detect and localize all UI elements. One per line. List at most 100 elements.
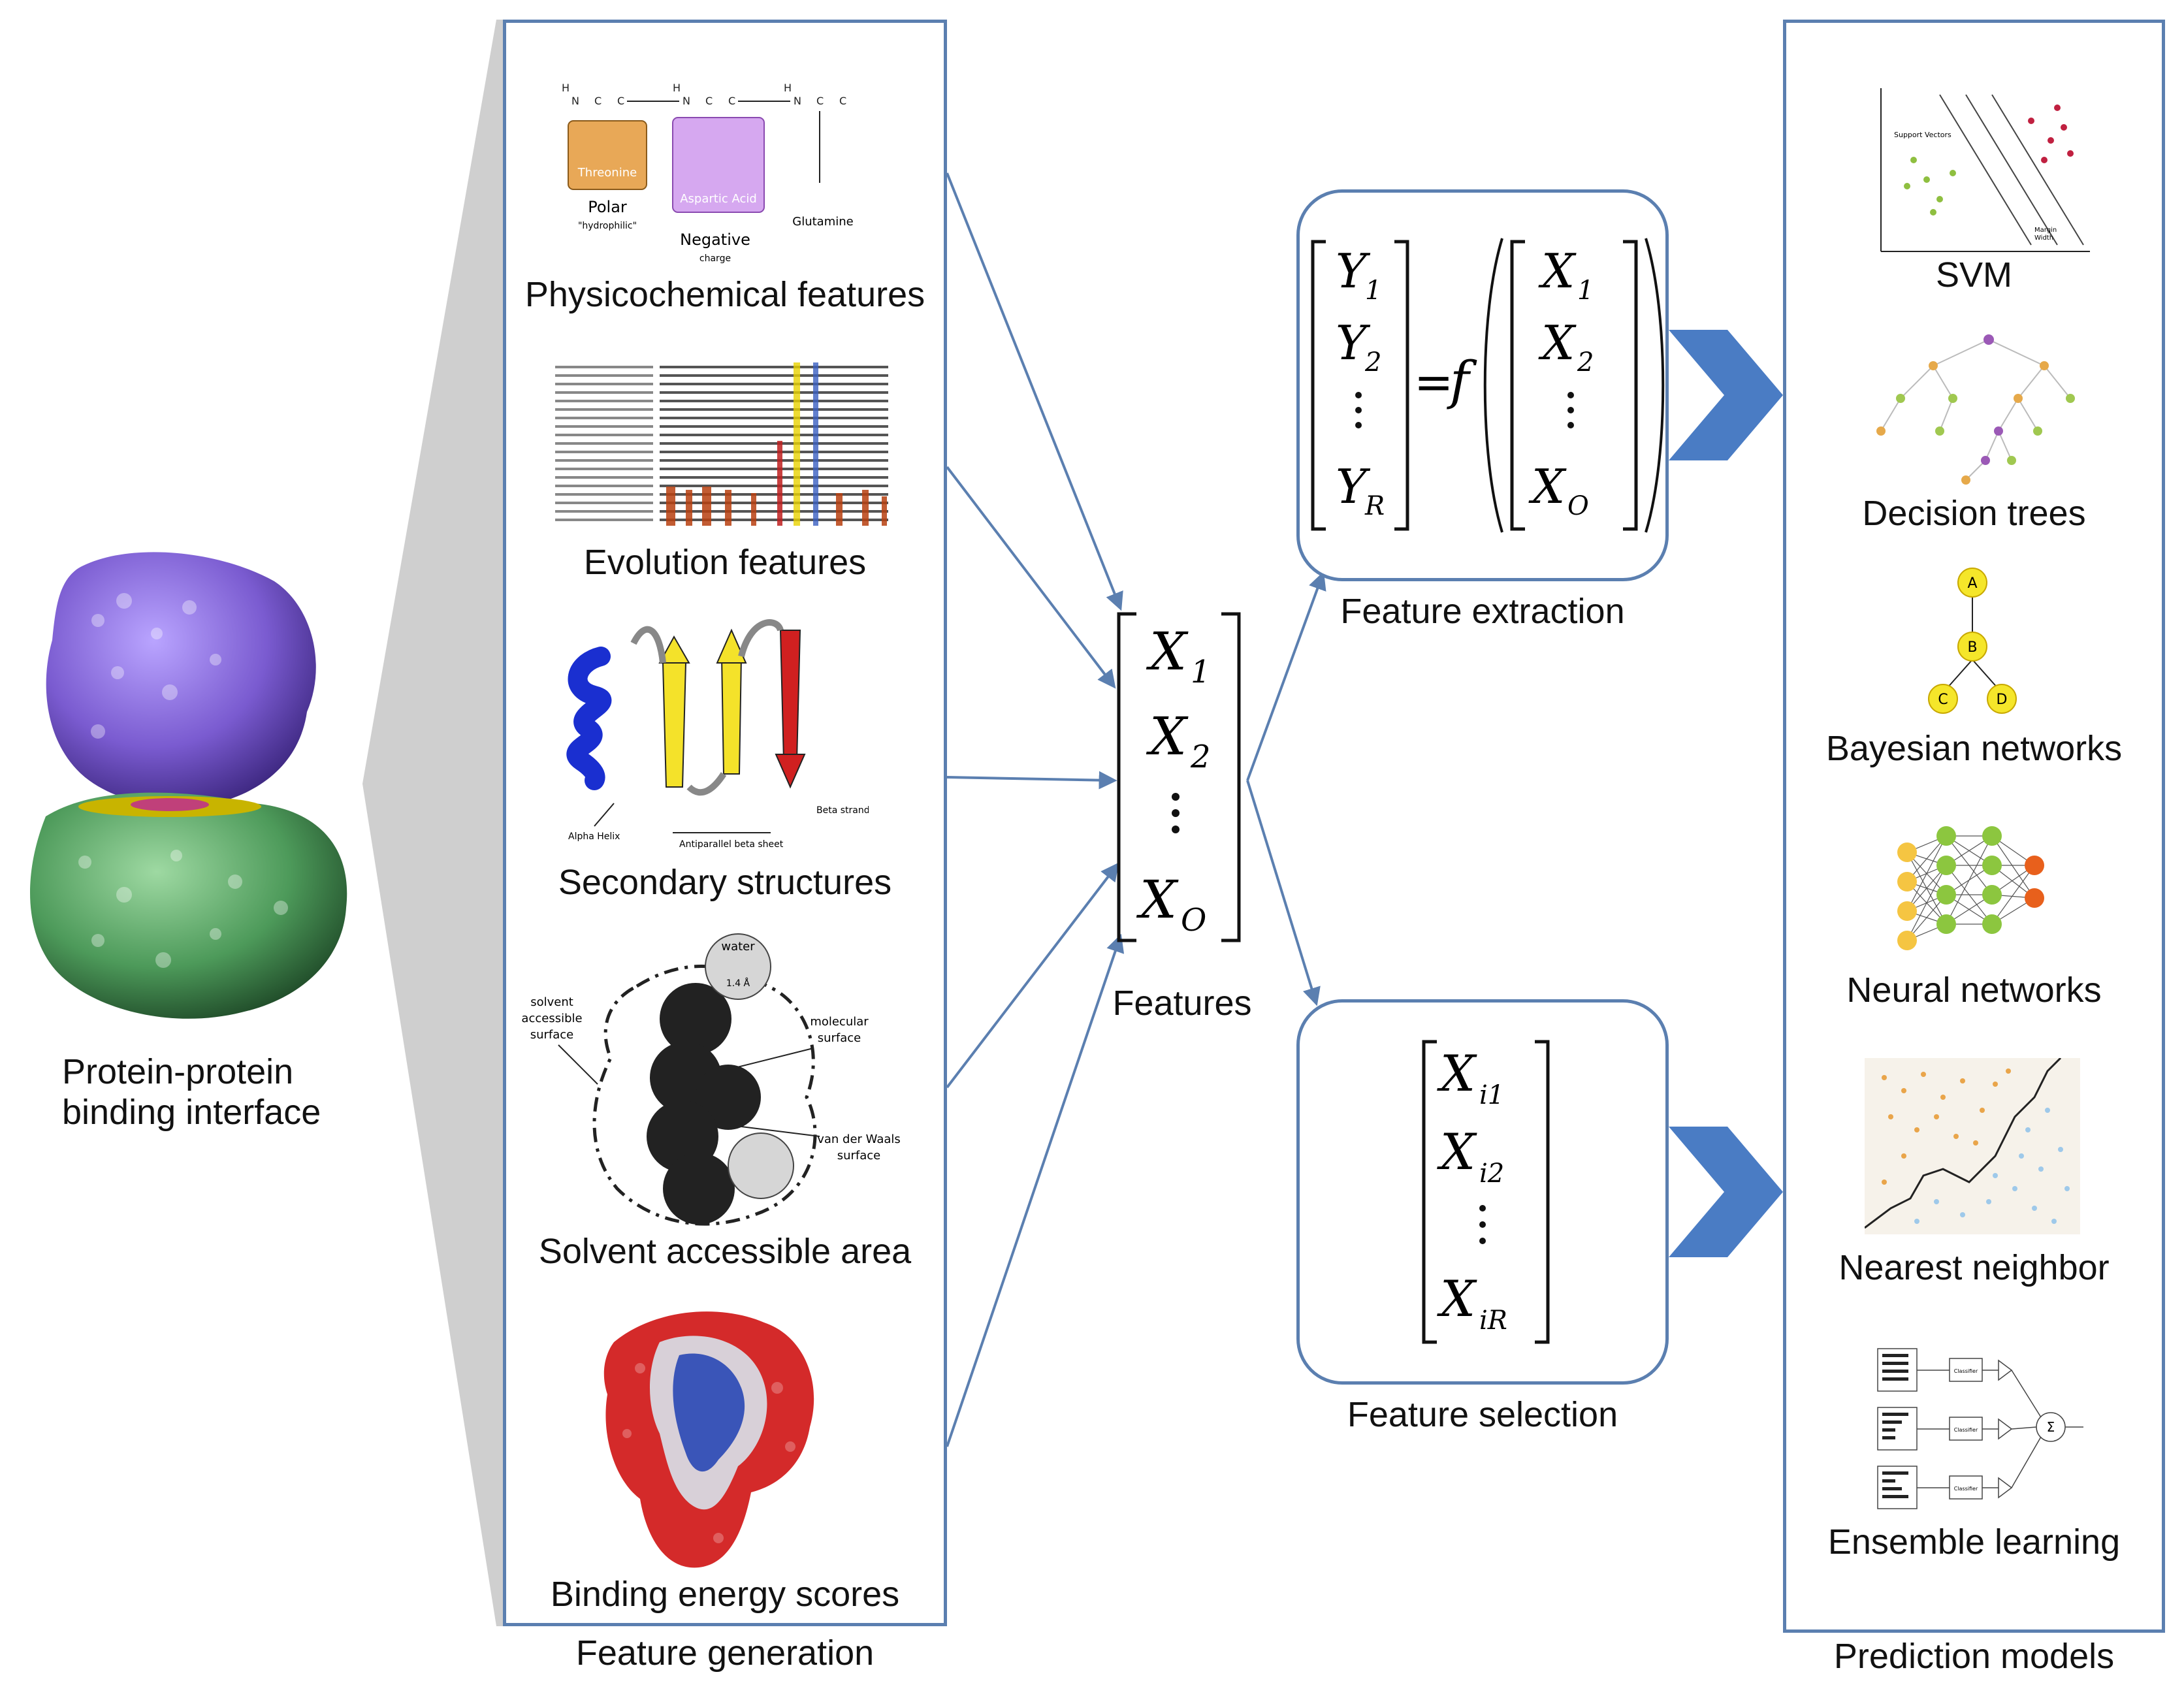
sas-text-line1: solvent [530, 995, 573, 1009]
features-xo: X [1136, 869, 1179, 930]
beta-strand-text: Beta strand [816, 805, 869, 816]
arrow-to-selection [1246, 780, 1321, 1006]
binding-energy-label: Binding energy scores [550, 1575, 900, 1614]
svg-text:C: C [594, 95, 602, 107]
protein-complex-image [29, 552, 347, 1019]
chevron-extraction [1669, 330, 1783, 460]
threonine-text: Threonine [577, 166, 637, 180]
sas-text-line3: surface [530, 1028, 574, 1042]
protein-label: Protein-protein binding interface [62, 1051, 321, 1132]
svg-text:H: H [562, 82, 570, 94]
protein-label-line1: Protein-protein [62, 1052, 294, 1091]
svm-plot-image: Support Vectors Margin Width [1880, 88, 2090, 252]
neural-networks-label: Neural networks [1846, 971, 2102, 1010]
solvent-accessible-image: water 1.4 Å solvent accessible surface m… [521, 933, 901, 1226]
secondary-structure-image: Alpha Helix Beta strand Antiparallel bet… [566, 619, 869, 850]
water-text: water [721, 940, 755, 954]
charge-text: charge [699, 253, 731, 264]
nearest-neighbor-image [1865, 1058, 2080, 1234]
svg-text:=: = [1414, 355, 1453, 409]
svg-text:C: C [816, 95, 824, 107]
svg-text:X: X [1528, 459, 1567, 514]
arrow-solvent [946, 862, 1119, 1089]
evolution-label: Evolution features [583, 543, 867, 582]
sas-text-line2: accessible [521, 1012, 582, 1025]
feature-generation-title: Feature generation [575, 1633, 875, 1673]
feature-extraction-box [1296, 189, 1669, 581]
svg-text:C: C [728, 95, 735, 107]
bayes-node-c: C [1938, 692, 1948, 708]
svg-text:N: N [794, 95, 801, 107]
classifier-text-1: Classifier [1954, 1368, 1978, 1374]
svg-text:H: H [673, 82, 681, 94]
classifier-text-2: Classifier [1954, 1427, 1978, 1433]
neural-network-image [1897, 826, 2044, 950]
ensemble-learning-image: Classifier Classifier Classifier Σ [1877, 1348, 2083, 1509]
svg-text:N: N [682, 95, 690, 107]
svg-text:Y: Y [1336, 315, 1371, 370]
prediction-models-title: Prediction models [1833, 1637, 2115, 1676]
features-sub2: 2 [1190, 739, 1211, 775]
svg-text:X: X [1538, 244, 1577, 298]
features-sub1: 1 [1191, 654, 1211, 690]
features-label: Features [1112, 984, 1252, 1023]
arrow-evolution [946, 466, 1116, 689]
feature-extraction-formula: Y 1 Y 2 Y R = f X 1 X 2 X O [1311, 238, 1665, 533]
decision-trees-label: Decision trees [1862, 494, 2086, 533]
feature-extraction-label: Feature extraction [1340, 592, 1625, 631]
svg-text:Y: Y [1336, 459, 1371, 514]
support-vectors-text: Support Vectors [1894, 131, 1951, 139]
bayes-node-d: D [1997, 692, 2008, 708]
zoom-wedge [362, 20, 503, 1626]
sequence-alignment-image [555, 362, 888, 526]
arrow-physchem [946, 172, 1123, 611]
solvent-accessible-label: Solvent accessible area [538, 1232, 912, 1271]
svg-text:N: N [571, 95, 579, 107]
svg-text:C: C [617, 95, 624, 107]
svg-text:X: X [1538, 315, 1577, 370]
svg-text:H: H [784, 82, 792, 94]
function-f: f [1447, 350, 1477, 411]
feature-selection-vector: X i1 X i2 X iR [1422, 1040, 1550, 1344]
binding-energy-image [603, 1311, 814, 1568]
glutamine-text: Glutamine [792, 215, 853, 229]
feature-selection-label: Feature selection [1347, 1395, 1618, 1434]
angstrom-text: 1.4 Å [726, 978, 750, 989]
svg-text:X: X [1437, 1123, 1477, 1181]
bayes-node-b: B [1967, 639, 1977, 656]
features-x2: X [1146, 706, 1189, 767]
bayesian-networks-label: Bayesian networks [1825, 729, 2123, 768]
vdw-text-line1: van der Waals [817, 1132, 901, 1146]
classifier-text-3: Classifier [1954, 1486, 1978, 1492]
svg-text:C: C [705, 95, 713, 107]
y-subr: R [1364, 491, 1385, 521]
aspartic-text: Aspartic Acid [680, 192, 757, 206]
svg-text:X: X [1437, 1270, 1477, 1328]
width-text: Width [2034, 234, 2053, 242]
arrow-to-extraction [1246, 571, 1326, 781]
svm-label: SVM [1935, 255, 2013, 295]
physicochemical-label: Physicochemical features [524, 275, 925, 314]
features-subo: O [1181, 902, 1206, 939]
molecular-text-line2: surface [818, 1031, 861, 1045]
alpha-helix-text: Alpha Helix [568, 831, 620, 842]
molecular-text-line1: molecular [810, 1015, 869, 1029]
svg-text:C: C [839, 95, 846, 107]
sigma-text: Σ [2047, 1419, 2055, 1435]
y-sub2: 2 [1364, 347, 1381, 377]
x-subo: O [1567, 491, 1589, 521]
arrow-secondary [946, 771, 1117, 790]
vdw-text-line2: surface [837, 1149, 881, 1163]
features-vector: X 1 X 2 X O [1117, 612, 1241, 942]
svg-text:X: X [1437, 1044, 1477, 1102]
x-sub1: 1 [1577, 276, 1594, 306]
prediction-models-panel [1783, 20, 2165, 1633]
y-sub1: 1 [1365, 276, 1381, 306]
negative-text: Negative [680, 231, 750, 249]
decision-tree-image [1876, 334, 2075, 485]
margin-text: Margin [2034, 227, 2057, 234]
hydrophilic-text: "hydrophilic" [578, 221, 637, 231]
polar-text: Polar [588, 198, 627, 216]
